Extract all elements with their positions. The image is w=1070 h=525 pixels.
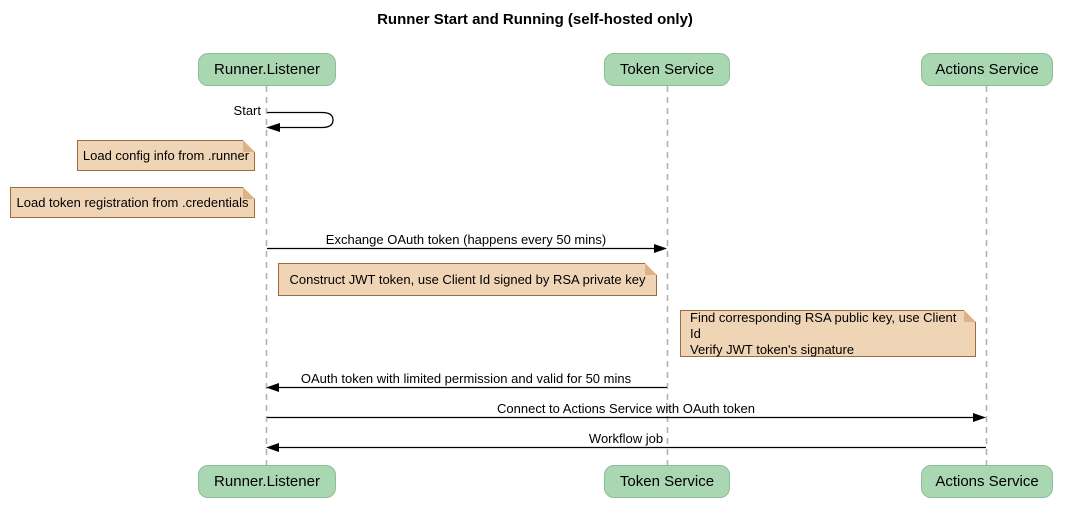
message-label-workflow-job: Workflow job — [588, 431, 664, 446]
note-text-line2: Verify JWT token's signature — [690, 341, 855, 357]
note-fold-icon — [964, 310, 976, 322]
note-text: Load config info from .runner — [82, 147, 250, 163]
note-load-config: Load config info from .runner — [77, 140, 255, 171]
note-load-token-registration: Load token registration from .credential… — [10, 187, 255, 218]
participant-label: Token Service — [619, 61, 715, 78]
participant-bottom-token-service: Token Service — [604, 465, 730, 498]
participant-label: Runner.Listener — [214, 473, 320, 490]
participant-bottom-runner-listener: Runner.Listener — [198, 465, 336, 498]
participant-label: Actions Service — [935, 61, 1039, 78]
note-text-line1: Find corresponding RSA public key, use C… — [690, 309, 957, 341]
arrowhead-connect-actions — [973, 413, 986, 422]
participant-top-runner-listener: Runner.Listener — [198, 53, 336, 86]
note-fold-icon — [243, 187, 255, 199]
arrowhead-workflow-job — [266, 443, 279, 452]
arrowhead-exchange-oauth — [654, 244, 667, 253]
note-text: Construct JWT token, use Client Id signe… — [289, 271, 646, 287]
participant-label: Actions Service — [935, 473, 1039, 490]
participant-top-actions-service: Actions Service — [921, 53, 1053, 86]
note-construct-jwt: Construct JWT token, use Client Id signe… — [278, 263, 657, 296]
note-text: Load token registration from .credential… — [16, 194, 249, 210]
participant-label: Token Service — [619, 473, 715, 490]
participant-bottom-actions-service: Actions Service — [921, 465, 1053, 498]
message-label-exchange-oauth: Exchange OAuth token (happens every 50 m… — [325, 232, 607, 247]
diagram-title: Runner Start and Running (self-hosted on… — [377, 11, 693, 28]
self-message-loop-start — [267, 111, 334, 129]
arrowhead-start — [266, 123, 280, 132]
note-fold-icon — [645, 263, 657, 275]
message-label-oauth-token: OAuth token with limited permission and … — [300, 371, 632, 386]
message-label-connect-actions: Connect to Actions Service with OAuth to… — [497, 401, 755, 416]
arrowhead-oauth-token — [266, 383, 279, 392]
note-verify-jwt: Find corresponding RSA public key, use C… — [680, 310, 976, 357]
message-label-start: Start — [233, 103, 261, 118]
note-fold-icon — [243, 140, 255, 152]
participant-top-token-service: Token Service — [604, 53, 730, 86]
participant-label: Runner.Listener — [214, 61, 320, 78]
